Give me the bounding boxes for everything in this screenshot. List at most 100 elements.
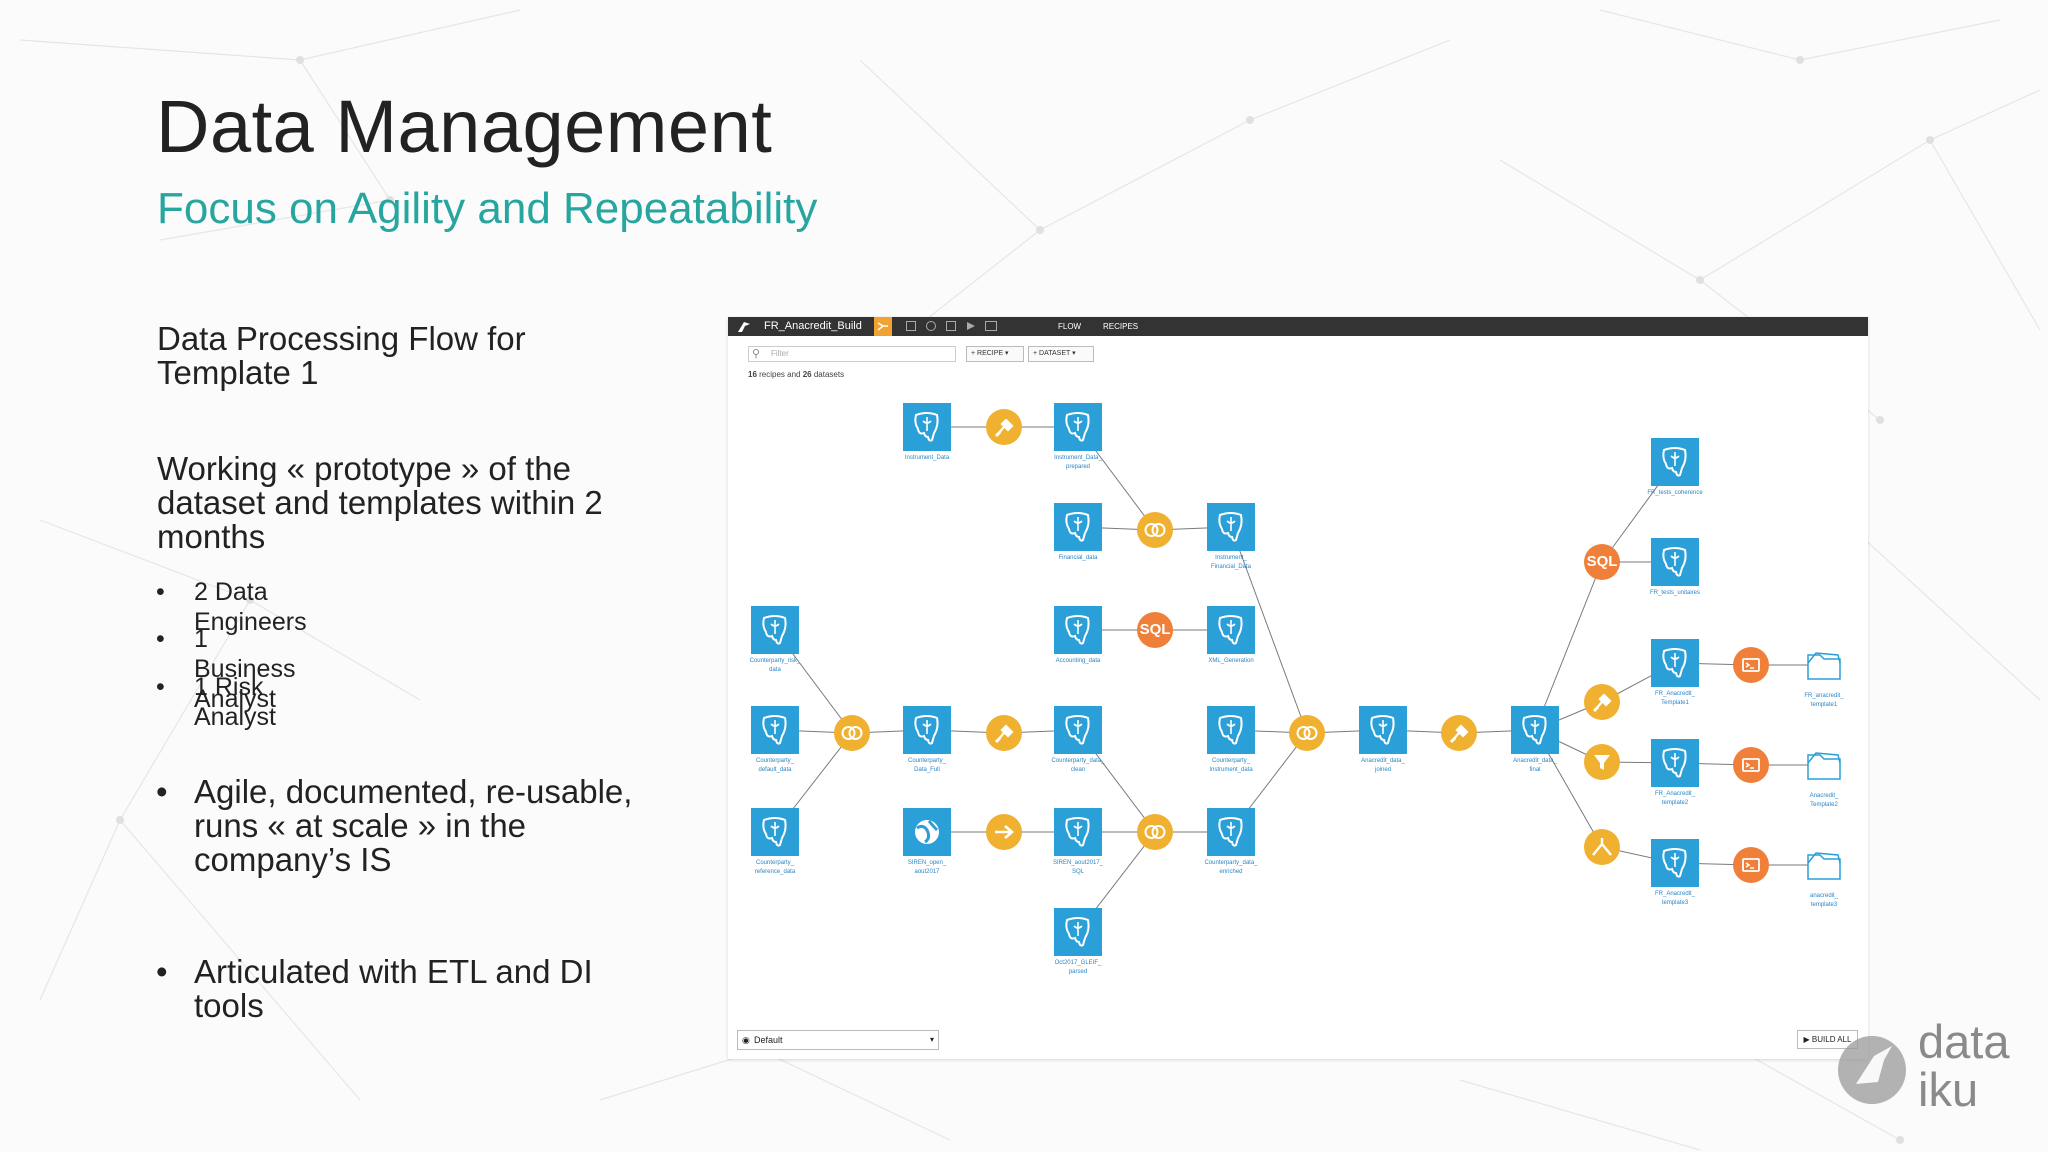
build-all-button[interactable]: ▶ BUILD ALL: [1797, 1030, 1858, 1049]
sql-recipe-label: SQL: [1139, 621, 1171, 638]
python-recipe-node[interactable]: [1733, 847, 1769, 883]
flow-edge: [1534, 561, 1603, 731]
dataset-node[interactable]: [751, 606, 799, 654]
dataset-node[interactable]: [1207, 706, 1255, 754]
dataset-node[interactable]: [1651, 438, 1699, 486]
dataset-label: FR_anacredit_ template1: [1804, 693, 1844, 708]
prepare-recipe-node[interactable]: [1584, 684, 1620, 720]
bullet-glyph: •: [156, 953, 168, 990]
datasets-icon[interactable]: [906, 321, 916, 331]
join-recipe-node[interactable]: [1137, 814, 1173, 850]
bird-logo-icon[interactable]: [736, 319, 752, 334]
managed-folder-node[interactable]: [1800, 641, 1848, 689]
app-top-bar: FR_Anacredit_Build FLOW RECIPES: [728, 317, 1868, 336]
dataset-label: Anacredit_data_ final: [1513, 758, 1557, 773]
dataset-label: SIREN_aout2017_ SQL: [1052, 860, 1104, 875]
dataset-label: FR_Anacredit_ template2: [1654, 791, 1696, 806]
dataset-label: Financial_data: [1058, 555, 1098, 561]
brush-icon: [1449, 724, 1469, 744]
prepare-recipe-node[interactable]: [986, 409, 1022, 445]
recipe-count: 16: [748, 370, 757, 379]
postgresql-icon: [762, 715, 787, 745]
dataset-node[interactable]: [1054, 706, 1102, 754]
play-icon: ▶: [1803, 1035, 1810, 1044]
filter-recipe-node[interactable]: [1584, 744, 1620, 780]
dataset-node[interactable]: [1207, 606, 1255, 654]
tab-recipes[interactable]: RECIPES: [1103, 322, 1139, 331]
dashboard-icon[interactable]: [985, 321, 997, 331]
dataset-label: FR_tests_coherence: [1647, 490, 1703, 496]
postgresql-icon: [1662, 748, 1687, 778]
sql-recipe-node[interactable]: SQL: [1584, 544, 1620, 580]
dataset-label: FR_Anacredit_ template3: [1654, 891, 1696, 906]
dataset-node[interactable]: [751, 808, 799, 856]
dataset-label: Oct2017_GLEIF_ parsed: [1054, 960, 1102, 975]
flow-icon[interactable]: [874, 317, 892, 336]
dataset-node[interactable]: [1651, 839, 1699, 887]
dataset-label: Counterparty_ reference_data: [754, 860, 796, 875]
edit-icon[interactable]: [946, 321, 956, 331]
view-select[interactable]: ◉ Default ▾: [737, 1030, 939, 1050]
dataset-node[interactable]: [1054, 403, 1102, 451]
dataset-node[interactable]: [903, 403, 951, 451]
managed-folder-node[interactable]: [1800, 841, 1848, 889]
feature-bullet-line-2: runs « at scale » in the: [194, 807, 527, 844]
dataset-label: Counterparty_ default_data: [755, 758, 795, 773]
play-icon[interactable]: [966, 321, 976, 331]
dataset-node[interactable]: [1651, 739, 1699, 787]
feature-bullet-line-3: company’s IS: [194, 841, 392, 878]
join-recipe-node[interactable]: [834, 715, 870, 751]
dataset-label: Accounting_data: [1055, 658, 1101, 664]
wordmark-line-2: iku: [1918, 1063, 1979, 1116]
dataset-node[interactable]: [1359, 706, 1407, 754]
managed-folder-node[interactable]: [1800, 741, 1848, 789]
postgresql-icon: [1218, 715, 1243, 745]
project-name[interactable]: FR_Anacredit_Build: [764, 320, 862, 332]
terminal-icon: [1742, 758, 1760, 772]
add-recipe-dropdown[interactable]: + RECIPE ▾: [966, 346, 1024, 362]
postgresql-icon: [1662, 447, 1687, 477]
prepare-recipe-node[interactable]: [1441, 715, 1477, 751]
dataset-count-text: datasets: [811, 370, 845, 379]
postgresql-icon: [1218, 512, 1243, 542]
slide-title: Data Management: [156, 85, 773, 168]
sql-recipe-node[interactable]: SQL: [1137, 612, 1173, 648]
filter-input[interactable]: ⚲ Filter: [748, 346, 956, 362]
split-recipe-node[interactable]: [1584, 829, 1620, 865]
add-dataset-dropdown[interactable]: + DATASET ▾: [1028, 346, 1094, 362]
dataset-node[interactable]: [1054, 606, 1102, 654]
postgresql-icon: [1662, 547, 1687, 577]
postgresql-icon: [1370, 715, 1395, 745]
dataset-node[interactable]: [903, 808, 951, 856]
postgresql-icon: [914, 412, 939, 442]
join-recipe-node[interactable]: [1289, 715, 1325, 751]
dataset-node[interactable]: [1054, 503, 1102, 551]
postgresql-icon: [1218, 817, 1243, 847]
eye-icon: ◉: [742, 1035, 750, 1045]
prepare-recipe-node[interactable]: [986, 715, 1022, 751]
wordmark-line-1: data: [1918, 1015, 2010, 1068]
python-recipe-node[interactable]: [1733, 747, 1769, 783]
dataset-node[interactable]: [1207, 503, 1255, 551]
dataset-node[interactable]: [1054, 808, 1102, 856]
dataset-node[interactable]: [1651, 639, 1699, 687]
dataset-count: 26: [802, 370, 812, 379]
dataset-node[interactable]: [1651, 538, 1699, 586]
dataset-node[interactable]: [1207, 808, 1255, 856]
postgresql-icon: [1065, 512, 1090, 542]
dataset-node[interactable]: [1054, 908, 1102, 956]
dataset-node[interactable]: [1511, 706, 1559, 754]
python-recipe-node[interactable]: [1733, 647, 1769, 683]
dataset-node[interactable]: [903, 706, 951, 754]
dataset-node[interactable]: [751, 706, 799, 754]
dataiku-flow-window: FR_Anacredit_Build FLOW RECIPES ⚲ Filter…: [728, 317, 1868, 1059]
join-recipe-node[interactable]: [1137, 512, 1173, 548]
postgresql-icon: [762, 817, 787, 847]
split-icon: [1592, 838, 1612, 856]
dataset-label: SIREN_open_ aout2017: [907, 860, 947, 875]
bullet-glyph: •: [156, 673, 165, 701]
sync-recipe-node[interactable]: [986, 814, 1022, 850]
tab-flow[interactable]: FLOW: [1058, 322, 1082, 331]
sync-arrow-icon: [995, 825, 1014, 839]
refresh-icon[interactable]: [926, 321, 936, 331]
